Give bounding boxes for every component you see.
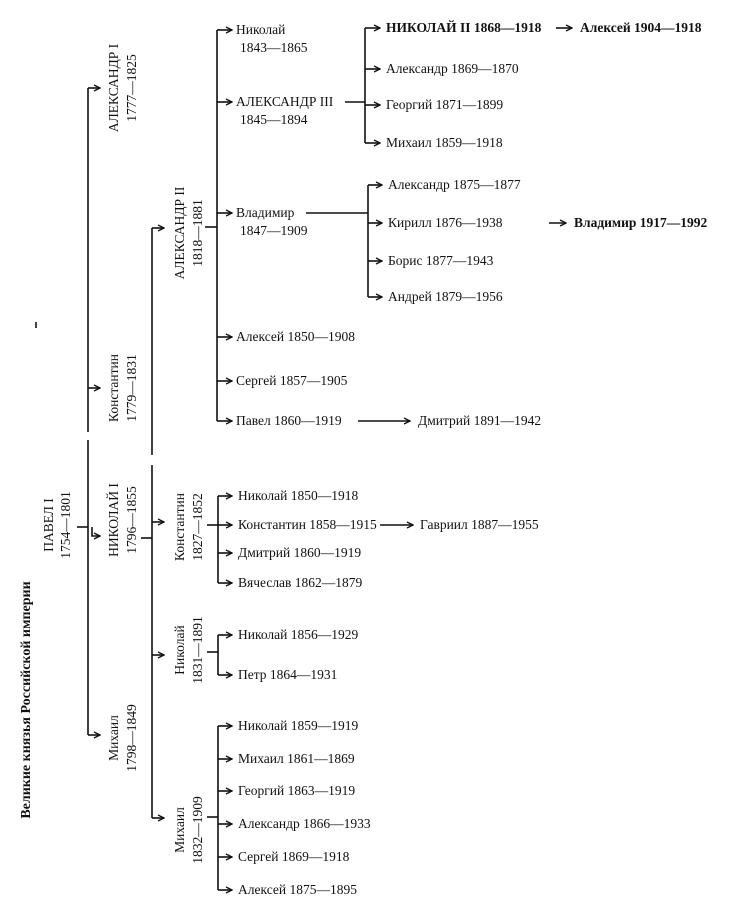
alexander2-connectors (205, 30, 232, 421)
person-label: НИКОЛАЙ II 1868—1918 (386, 20, 542, 35)
person-label: Алексей 1904—1918 (580, 20, 702, 35)
gen1-dates: 1777—1825 (124, 54, 139, 122)
person-label: Кирилл 1876—1938 (388, 215, 503, 230)
person-label: Сергей 1857—1905 (236, 373, 348, 388)
person-label: Павел 1860—1919 (236, 413, 342, 428)
person-label: Георгий 1863—1919 (238, 783, 355, 798)
gen2-dates: 1831—1891 (190, 616, 205, 684)
gen2-name: Николай (172, 625, 187, 674)
gen2-dates: 1818—1881 (190, 199, 205, 267)
person-label: Дмитрий 1891—1942 (418, 413, 541, 428)
person-label: Александр 1866—1933 (238, 816, 371, 831)
gen2-name: Михаил (172, 807, 187, 853)
person-label: Вячеслав 1862—1879 (238, 575, 363, 590)
person-label: Алексей 1850—1908 (236, 329, 355, 344)
person-label: Михаил 1861—1869 (238, 751, 355, 766)
diagram-title: Великие князья Российской империи (19, 581, 34, 818)
person-label: Николай 1856—1929 (238, 627, 358, 642)
person-dates: 1843—1865 (240, 40, 308, 55)
gen1-name: Михаил (106, 715, 121, 761)
person-label: Николай 1850—1918 (238, 488, 358, 503)
gen1-name: Константин (106, 354, 121, 422)
person-name: АЛЕКСАНДР III (236, 94, 334, 109)
gen1-dates: 1798—1849 (124, 704, 139, 772)
gen2-name: АЛЕКСАНДР II (172, 186, 187, 279)
person-label: Андрей 1879—1956 (388, 289, 503, 304)
gen1-dates: 1779—1831 (124, 354, 139, 422)
person-label: Сергей 1869—1918 (238, 849, 350, 864)
person-label: Гавриил 1887—1955 (420, 517, 539, 532)
konstantin-connectors (207, 496, 413, 583)
root-dates: 1754—1801 (58, 491, 73, 559)
person-name: Николай (236, 22, 285, 37)
vladimir-connectors (306, 185, 566, 297)
person-label: Михаил 1859—1918 (386, 135, 503, 150)
nicholas1-connectors (141, 228, 164, 818)
person-label: Константин 1858—1915 (238, 517, 377, 532)
gen1-dates: 1796—1855 (124, 486, 139, 554)
person-label: Петр 1864—1931 (238, 667, 337, 682)
root-name: ПАВЕЛ I (41, 498, 56, 552)
person-dates: 1845—1894 (240, 112, 308, 127)
person-label: Николай 1859—1919 (238, 718, 358, 733)
mikhail-connectors (207, 726, 232, 890)
person-label: Георгий 1871—1899 (386, 97, 503, 112)
alexander3-connectors (345, 28, 572, 143)
nikolai-connectors (207, 635, 232, 675)
person-label: Алексей 1875—1895 (238, 882, 357, 897)
gen1-name: АЛЕКСАНДР I (106, 43, 121, 132)
gen1-name: НИКОЛАЙ I (106, 483, 121, 557)
gen2-name: Константин (172, 493, 187, 561)
gen2-dates: 1827—1852 (190, 493, 205, 561)
gen2-dates: 1832—1909 (190, 796, 205, 864)
person-name: Владимир (236, 205, 295, 220)
person-label: Борис 1877—1943 (388, 253, 494, 268)
person-label: Дмитрий 1860—1919 (238, 545, 361, 560)
person-label: Александр 1869—1870 (386, 61, 519, 76)
person-label: Владимир 1917—1992 (574, 215, 708, 230)
person-label: Александр 1875—1877 (388, 177, 521, 192)
person-dates: 1847—1909 (240, 223, 308, 238)
root-connectors (77, 88, 100, 735)
